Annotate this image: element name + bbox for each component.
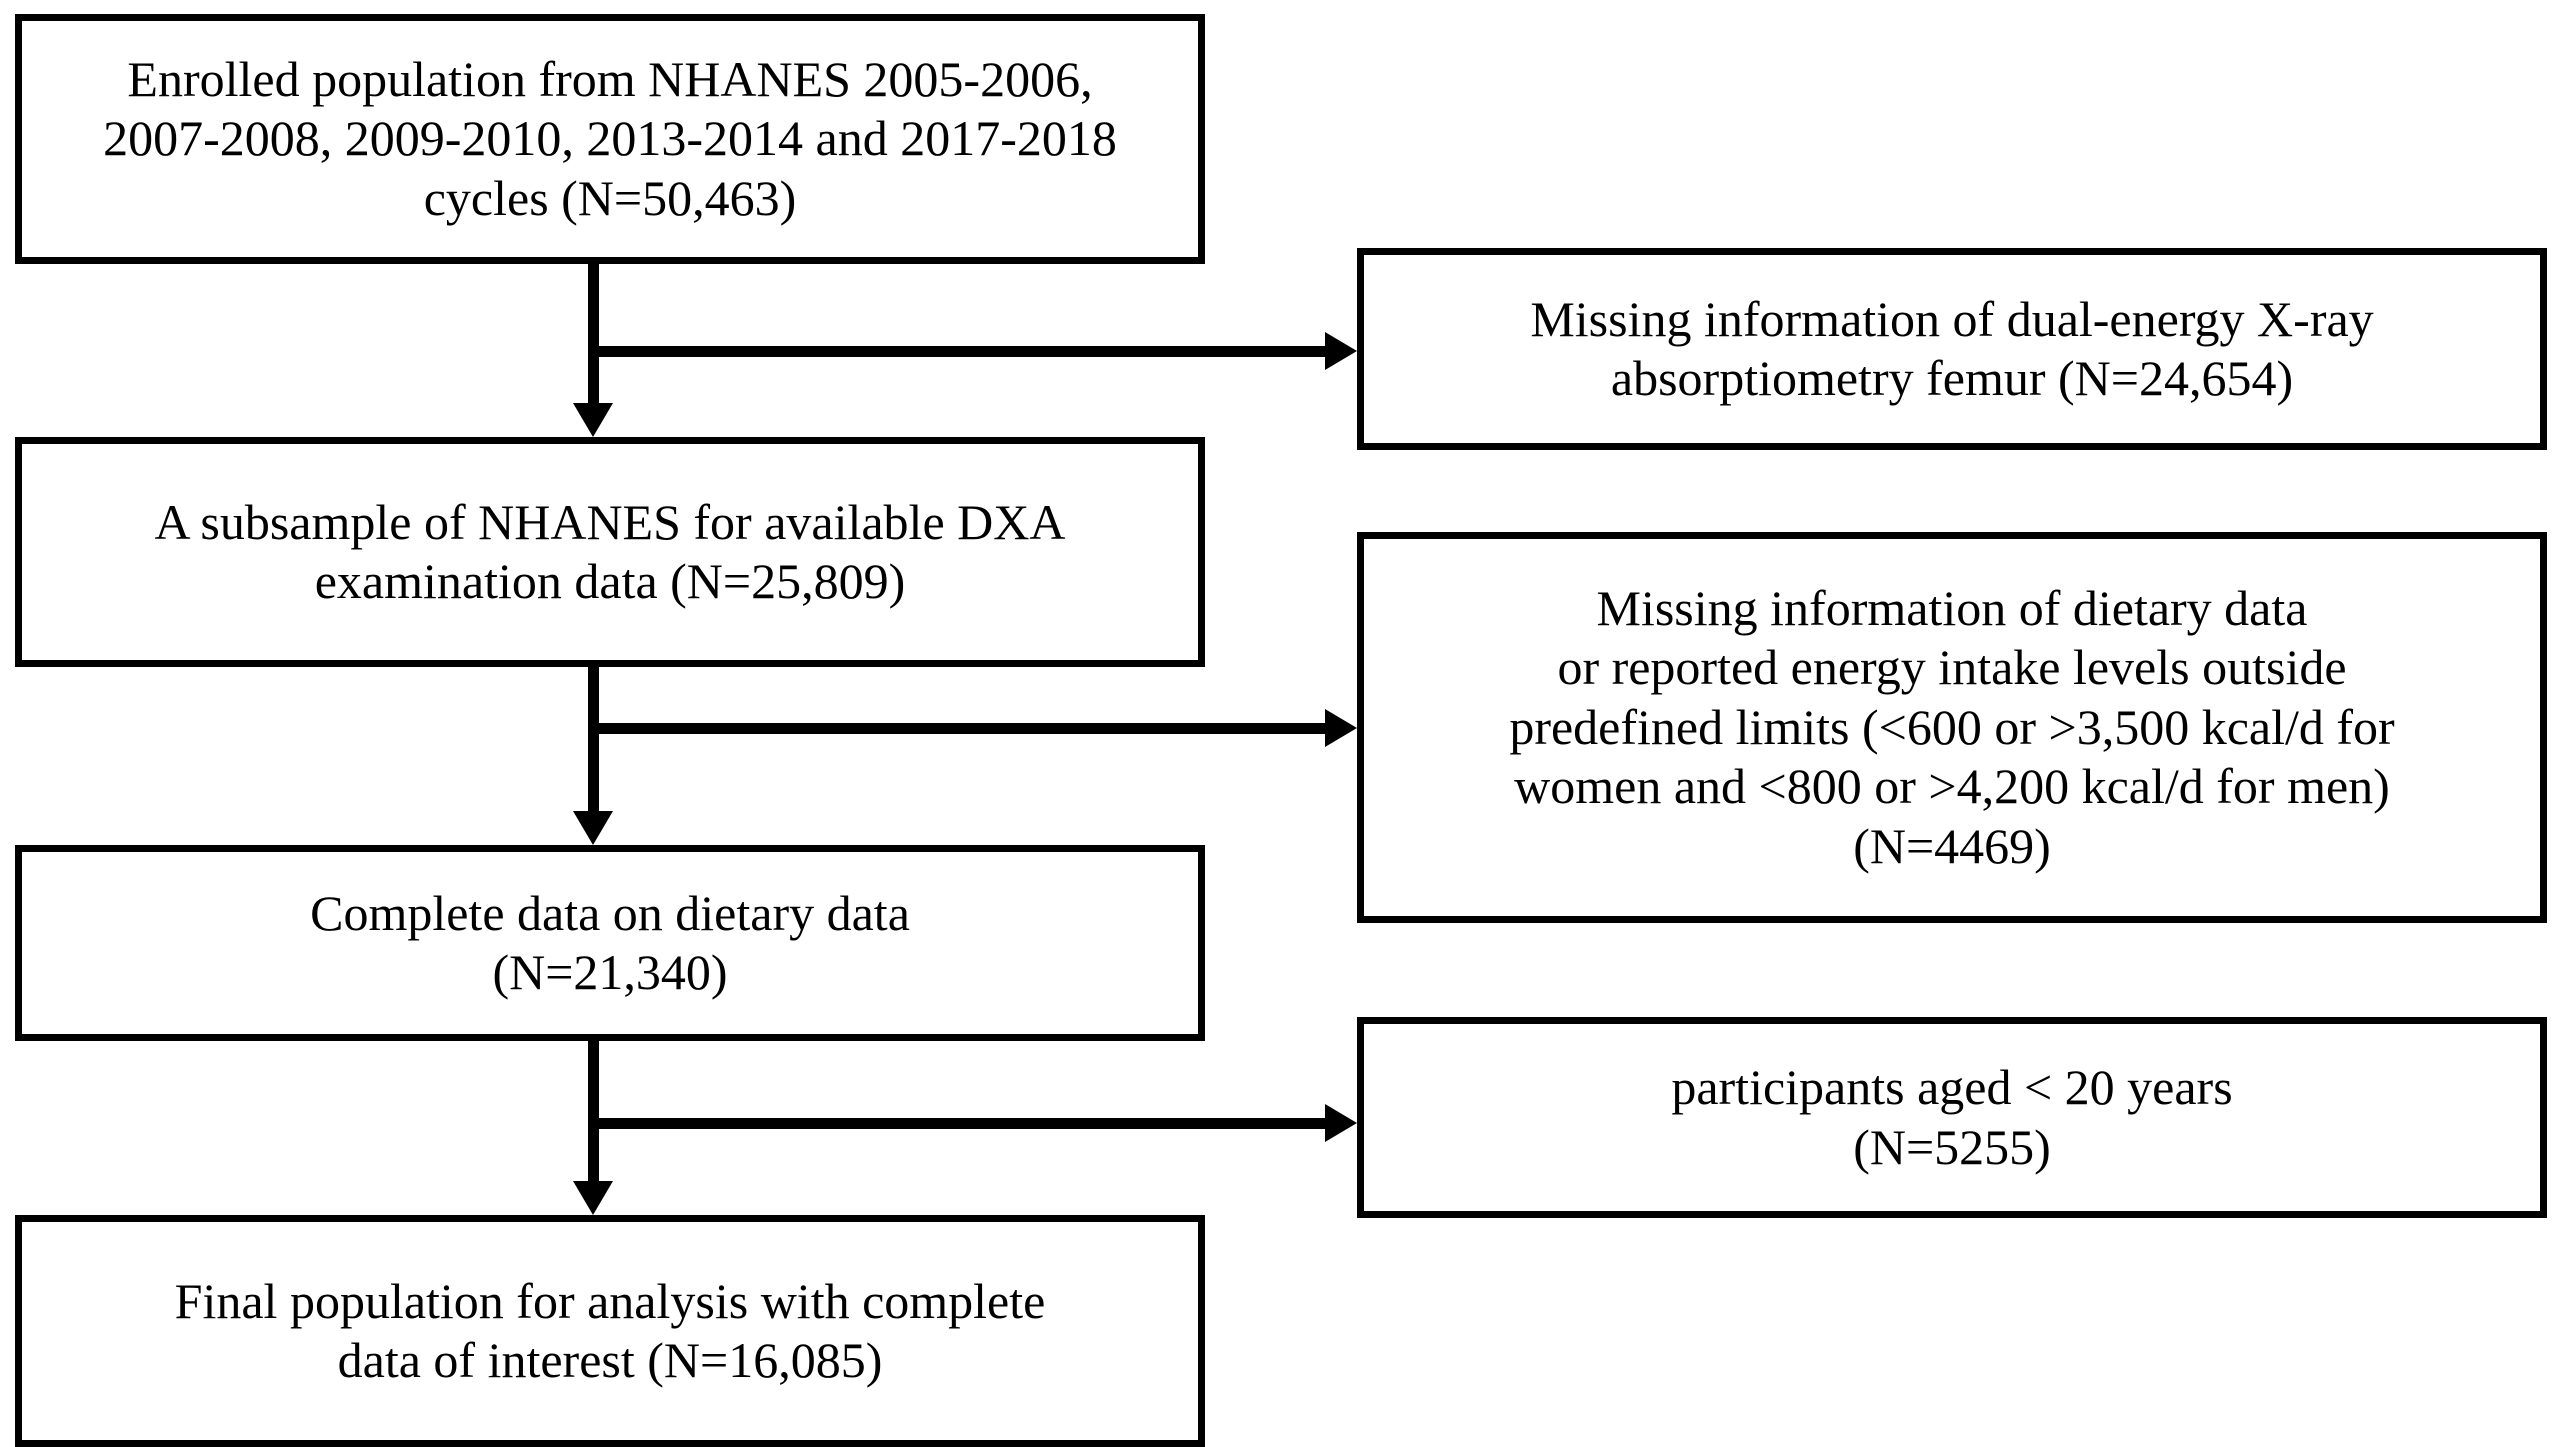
connector-vertical-line	[588, 264, 599, 403]
connector-vertical-line	[588, 667, 599, 811]
arrow-right-icon	[1325, 709, 1357, 747]
flow-node-text: A subsample of NHANES for available DXA …	[154, 493, 1066, 610]
flow-node-text: Enrolled population from NHANES 2005-200…	[103, 50, 1117, 226]
flow-node-dxa-subsample: A subsample of NHANES for available DXA …	[15, 437, 1205, 667]
flow-node-enrolled-population: Enrolled population from NHANES 2005-200…	[15, 14, 1205, 264]
connector-vertical-line	[588, 1041, 599, 1181]
exclusion-node-age-under-20: participants aged < 20 years (N=5255)	[1357, 1017, 2547, 1218]
exclusion-node-text: Missing information of dual-energy X-ray…	[1530, 290, 2374, 407]
arrow-down-icon	[573, 811, 613, 845]
arrow-down-icon	[573, 1181, 613, 1215]
arrow-right-icon	[1325, 1104, 1357, 1142]
flow-node-text: Complete data on dietary data (N=21,340)	[310, 884, 910, 1001]
connector-horizontal-line	[588, 346, 1325, 357]
arrow-right-icon	[1325, 332, 1357, 370]
flow-node-dietary-complete: Complete data on dietary data (N=21,340)	[15, 845, 1205, 1041]
exclusion-node-text: Missing information of dietary data or r…	[1509, 579, 2395, 874]
connector-horizontal-line	[588, 1118, 1325, 1129]
arrow-down-icon	[573, 403, 613, 437]
connector-horizontal-line	[588, 723, 1325, 734]
flow-node-text: Final population for analysis with compl…	[174, 1272, 1046, 1389]
exclusion-node-missing-dxa: Missing information of dual-energy X-ray…	[1357, 248, 2547, 450]
flow-node-final-population: Final population for analysis with compl…	[15, 1215, 1205, 1447]
exclusion-node-text: participants aged < 20 years (N=5255)	[1671, 1059, 2233, 1175]
exclusion-node-missing-dietary: Missing information of dietary data or r…	[1357, 532, 2547, 923]
